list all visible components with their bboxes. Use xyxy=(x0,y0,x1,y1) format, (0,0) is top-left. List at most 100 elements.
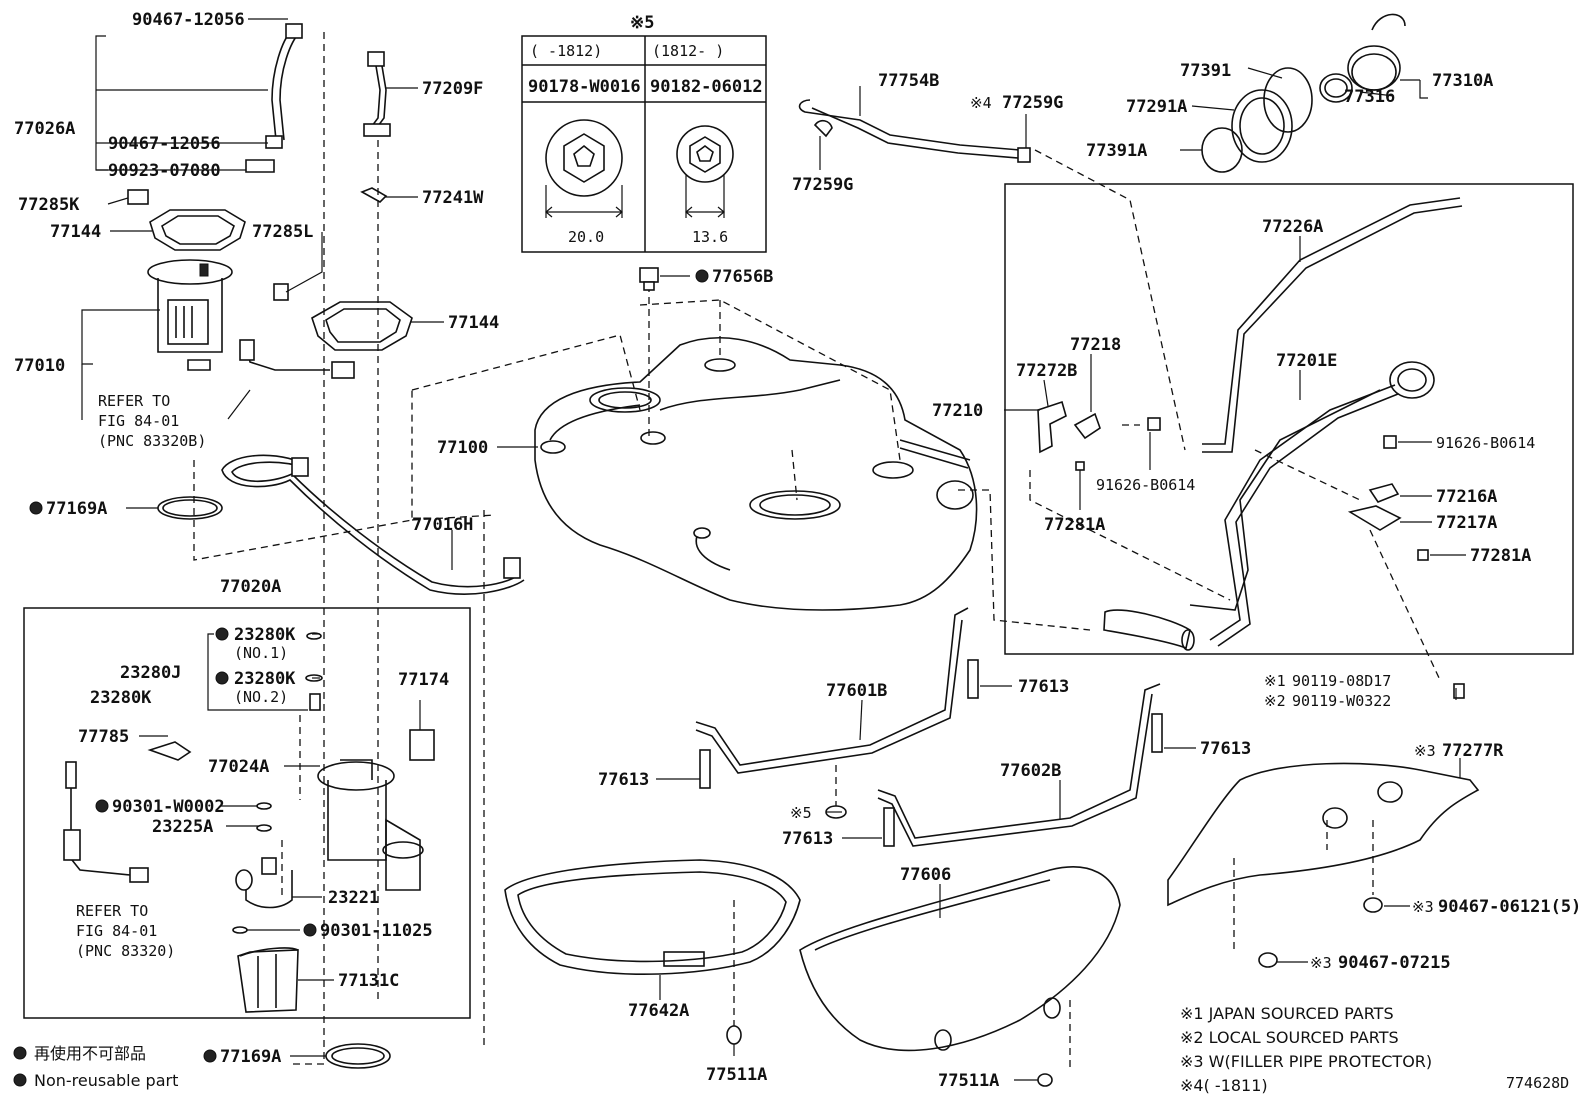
wire-left-harness xyxy=(63,741,192,883)
filter-77131C xyxy=(237,947,299,1013)
clip-77285K xyxy=(127,189,149,205)
leader-lines xyxy=(81,18,1466,1081)
label-23280K-no2: 23280K xyxy=(234,669,296,689)
label-77316: 77316 xyxy=(1344,87,1395,107)
label-91626-B0614-right: 91626-B0614 xyxy=(1436,434,1535,452)
label-77277R-ref: ※3 xyxy=(1414,742,1436,760)
label-77144-left: 77144 xyxy=(50,222,101,242)
label-90923-07080: 90923-07080 xyxy=(108,161,221,181)
group-box-77020A xyxy=(23,607,471,1019)
label-refer2-line3: (PNC 83320) xyxy=(76,942,175,960)
label-77218: 77218 xyxy=(1070,335,1121,355)
label-77606: 77606 xyxy=(900,865,951,885)
label-77209F: 77209F xyxy=(422,79,483,99)
gasket-77169A-bottom xyxy=(325,1043,391,1069)
label-90467-07215: 90467-07215 xyxy=(1338,953,1451,973)
label-refer1-line3: (PNC 83320B) xyxy=(98,432,206,450)
label-77310A: 77310A xyxy=(1432,71,1493,91)
label-77511A-left: 77511A xyxy=(706,1065,767,1085)
legend-jp: 再使用不可部品 xyxy=(34,1044,146,1063)
note-1: ※1 JAPAN SOURCED PARTS xyxy=(1180,1004,1394,1023)
label-90467-06121-ref: ※3 xyxy=(1412,898,1434,916)
label-23280J: 23280J xyxy=(120,663,181,683)
label-90467-06121: 90467-06121(5) xyxy=(1438,897,1581,917)
note-4: ※4( -1811) xyxy=(1180,1076,1268,1095)
label-77174: 77174 xyxy=(398,670,449,690)
label-77241W: 77241W xyxy=(422,188,484,208)
protector-77277R xyxy=(1167,762,1480,968)
label-77026A: 77026A xyxy=(14,119,75,139)
label-77016H: 77016H xyxy=(412,515,473,535)
label-77281A-right: 77281A xyxy=(1470,546,1531,566)
strap-77602B xyxy=(825,683,1163,847)
heat-insulator-77606 xyxy=(799,866,1121,1087)
fuel-hose-77026A xyxy=(245,23,303,173)
legend-en: Non-reusable part xyxy=(34,1071,178,1090)
label-77226A: 77226A xyxy=(1262,217,1323,237)
label-23225A: 23225A xyxy=(152,817,213,837)
gasket-77169A-top xyxy=(157,496,223,520)
strap-77601B xyxy=(695,607,979,789)
label-77391: 77391 xyxy=(1180,61,1231,81)
label-77201E: 77201E xyxy=(1276,351,1337,371)
label-77277R: 77277R xyxy=(1442,741,1504,761)
label-77169A-top: 77169A xyxy=(46,499,107,519)
label-90467-12056: 90467-12056 xyxy=(108,134,221,154)
pump-77024A xyxy=(317,729,435,891)
label-refer1-line1: REFER TO xyxy=(98,392,170,410)
label-77259G: 77259G xyxy=(792,175,853,195)
label-77291A: 77291A xyxy=(1126,97,1187,117)
label-23280K-group: 23280K xyxy=(90,688,152,708)
breather-pipe-77226A xyxy=(1202,197,1463,453)
label-77169A-bottom: 77169A xyxy=(220,1047,281,1067)
label-91626-B0614-center: 91626-B0614 xyxy=(1096,476,1195,494)
label-table-part-2: 90182-06012 xyxy=(650,77,763,97)
label-77010: 77010 xyxy=(14,356,65,376)
pan-77642A xyxy=(504,859,801,1045)
label-table-header-2: (1812- ) xyxy=(652,42,724,60)
label-table-dim-2: 13.6 xyxy=(692,228,728,246)
label-77285K: 77285K xyxy=(18,195,80,215)
label-77020A: 77020A xyxy=(220,577,281,597)
label-77642A: 77642A xyxy=(628,1001,689,1021)
label-77613-d: 77613 xyxy=(1200,739,1251,759)
label-23221: 23221 xyxy=(328,888,379,908)
label-77613-b: 77613 xyxy=(598,770,649,790)
fuel-tank-77100 xyxy=(534,337,978,611)
label-77754B: 77754B xyxy=(878,71,939,91)
label-table-dim-1: 20.0 xyxy=(568,228,604,246)
label-77272B: 77272B xyxy=(1016,361,1077,381)
label-90467-12056-top: 90467-12056 xyxy=(132,10,245,30)
ring-77144-left xyxy=(149,209,246,251)
label-90119-W0322-ref: ※2 xyxy=(1264,692,1286,710)
label-77613-c: 77613 xyxy=(782,829,833,849)
ring-77144-mid xyxy=(311,301,413,351)
label-90467-07215-ref: ※3 xyxy=(1310,954,1332,972)
bolt-77656B xyxy=(639,267,659,291)
label-77024A: 77024A xyxy=(208,757,269,777)
clip-77285L xyxy=(273,283,289,301)
label-ref5-nut: ※5 xyxy=(790,804,812,822)
filler-cap-77310A xyxy=(1201,13,1406,173)
label-90119-W0322: 90119-W0322 xyxy=(1292,692,1391,710)
part-labels: 90467-12056 77026A 90467-12056 90923-070… xyxy=(14,10,1581,1091)
label-table-header-1: ( -1812) xyxy=(530,42,602,60)
note-2: ※2 LOCAL SOURCED PARTS xyxy=(1180,1028,1399,1047)
label-23280K-no1: 23280K xyxy=(234,625,296,645)
pump-23221 xyxy=(235,857,293,909)
label-77281A-left: 77281A xyxy=(1044,515,1105,535)
diagram-id: 774628D xyxy=(1506,1074,1569,1092)
footnotes: ※1 JAPAN SOURCED PARTS ※2 LOCAL SOURCED … xyxy=(1180,1004,1432,1095)
label-77131C: 77131C xyxy=(338,971,399,991)
label-77210: 77210 xyxy=(932,401,983,421)
label-77285L: 77285L xyxy=(252,222,313,242)
label-table-ref: ※5 xyxy=(630,13,654,33)
label-90119-08D17: 90119-08D17 xyxy=(1292,672,1391,690)
label-77100: 77100 xyxy=(437,438,488,458)
label-77613-a: 77613 xyxy=(1018,677,1069,697)
wire-77209F xyxy=(363,51,391,137)
note-3: ※3 W(FILLER PIPE PROTECTOR) xyxy=(1180,1052,1432,1071)
label-refer2-line1: REFER TO xyxy=(76,902,148,920)
label-77511A-right: 77511A xyxy=(938,1071,999,1091)
